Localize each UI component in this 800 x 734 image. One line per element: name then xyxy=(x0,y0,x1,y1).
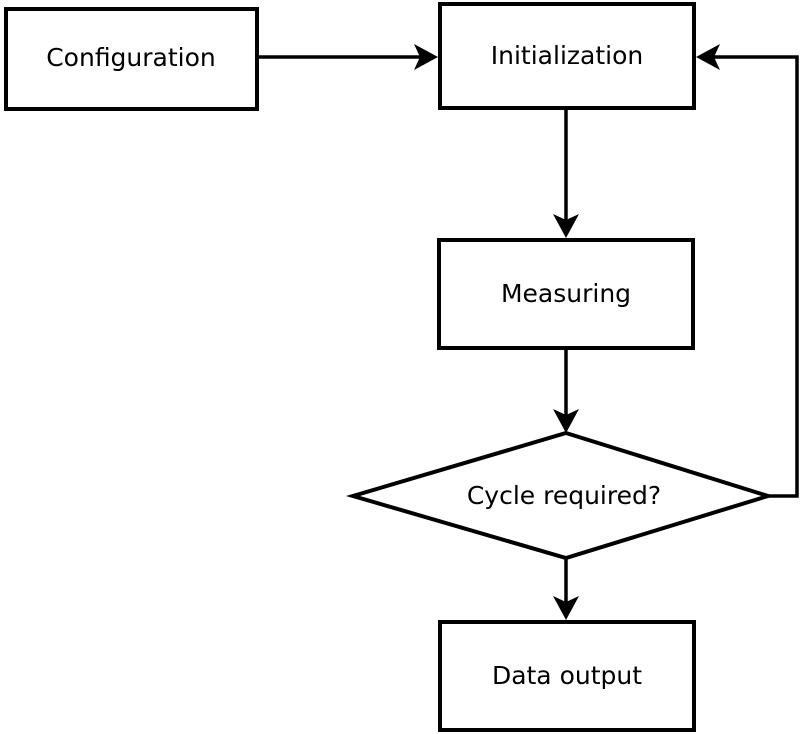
measuring-box xyxy=(437,238,695,350)
configuration-box xyxy=(4,7,259,111)
measuring-label: Measuring xyxy=(501,279,631,308)
measuring-node: Measuring xyxy=(437,238,695,350)
arrowhead-left-icon xyxy=(696,44,720,70)
initialization-box xyxy=(438,2,696,110)
initialization-node: Initialization xyxy=(438,2,696,110)
configuration-label: Configuration xyxy=(46,43,216,72)
arrowhead-down-icon xyxy=(553,596,579,620)
nodes: Configuration Initialization Measuring C… xyxy=(4,2,775,732)
arrowhead-down-icon xyxy=(553,409,579,433)
cycle-required-label: Cycle required? xyxy=(467,481,661,510)
data-output-label: Data output xyxy=(492,661,642,690)
arrowhead-down-icon xyxy=(553,214,579,238)
cycle-required-diamond xyxy=(345,430,775,561)
edge-cycle-required-to-initialization-feedback xyxy=(714,55,799,498)
data-output-node: Data output xyxy=(438,620,696,732)
initialization-label: Initialization xyxy=(491,41,643,70)
configuration-node: Configuration xyxy=(4,7,259,111)
arrowhead-right-icon xyxy=(414,44,438,70)
cycle-required-decision: Cycle required? xyxy=(345,430,775,561)
data-output-box xyxy=(438,620,696,732)
edges xyxy=(259,44,799,620)
